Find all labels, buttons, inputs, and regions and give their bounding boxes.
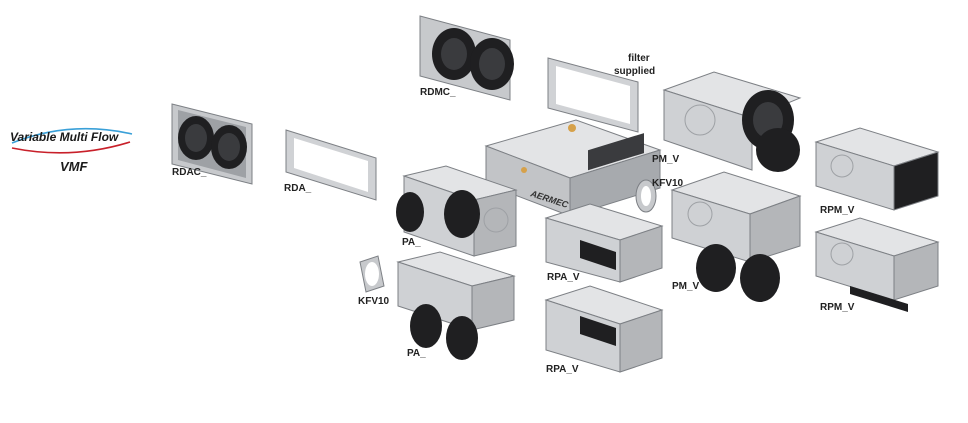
rdmc-plate xyxy=(419,15,514,101)
pa-top-box xyxy=(396,165,518,257)
kfv10-right-ring xyxy=(635,179,657,213)
label-rpm-v-bottom: RPM_V xyxy=(820,302,855,313)
label-rdmc: RDMC_ xyxy=(420,87,456,98)
label-rdac: RDAC_ xyxy=(172,167,207,178)
label-pm-v-top: PM_V xyxy=(652,154,680,165)
pa-bottom-box xyxy=(396,251,516,360)
label-rda: RDA_ xyxy=(284,183,312,194)
main-unit: AERMEC xyxy=(484,119,662,217)
label-pa-top: PA_ xyxy=(402,237,421,248)
label-kfv10-right: KFV10 xyxy=(652,178,684,189)
label-rpm-v-top: RPM_V xyxy=(820,205,855,216)
logo-subtitle: VMF xyxy=(60,159,88,174)
label-kfv10-left: KFV10 xyxy=(358,296,390,307)
filter-frame xyxy=(547,57,639,133)
pm-v-bottom-box xyxy=(670,171,802,302)
label-pa-bottom: PA_ xyxy=(407,348,426,359)
kfv10-left-ring xyxy=(359,255,385,293)
rdac-plate xyxy=(171,103,253,185)
label-filter-line1: filter xyxy=(628,53,650,64)
rpa-v-bottom-box xyxy=(544,285,664,373)
logo-brand-text: Variable Multi Flow xyxy=(10,130,119,144)
rda-frame xyxy=(285,129,377,201)
rpa-v-top-box xyxy=(544,203,664,283)
logo-swoosh-red xyxy=(11,141,131,154)
label-rpa-v-bottom: RPA_V xyxy=(546,364,579,375)
label-filter-line2: supplied xyxy=(614,66,656,77)
label-pm-v-bottom: PM_V xyxy=(672,281,700,292)
logo-swoosh-blue xyxy=(11,127,133,144)
pm-v-top-box xyxy=(662,71,802,172)
rpm-v-bottom-box xyxy=(814,217,940,312)
label-rpa-v-top: RPA_V xyxy=(547,272,580,283)
rpm-v-top-box xyxy=(814,127,940,211)
